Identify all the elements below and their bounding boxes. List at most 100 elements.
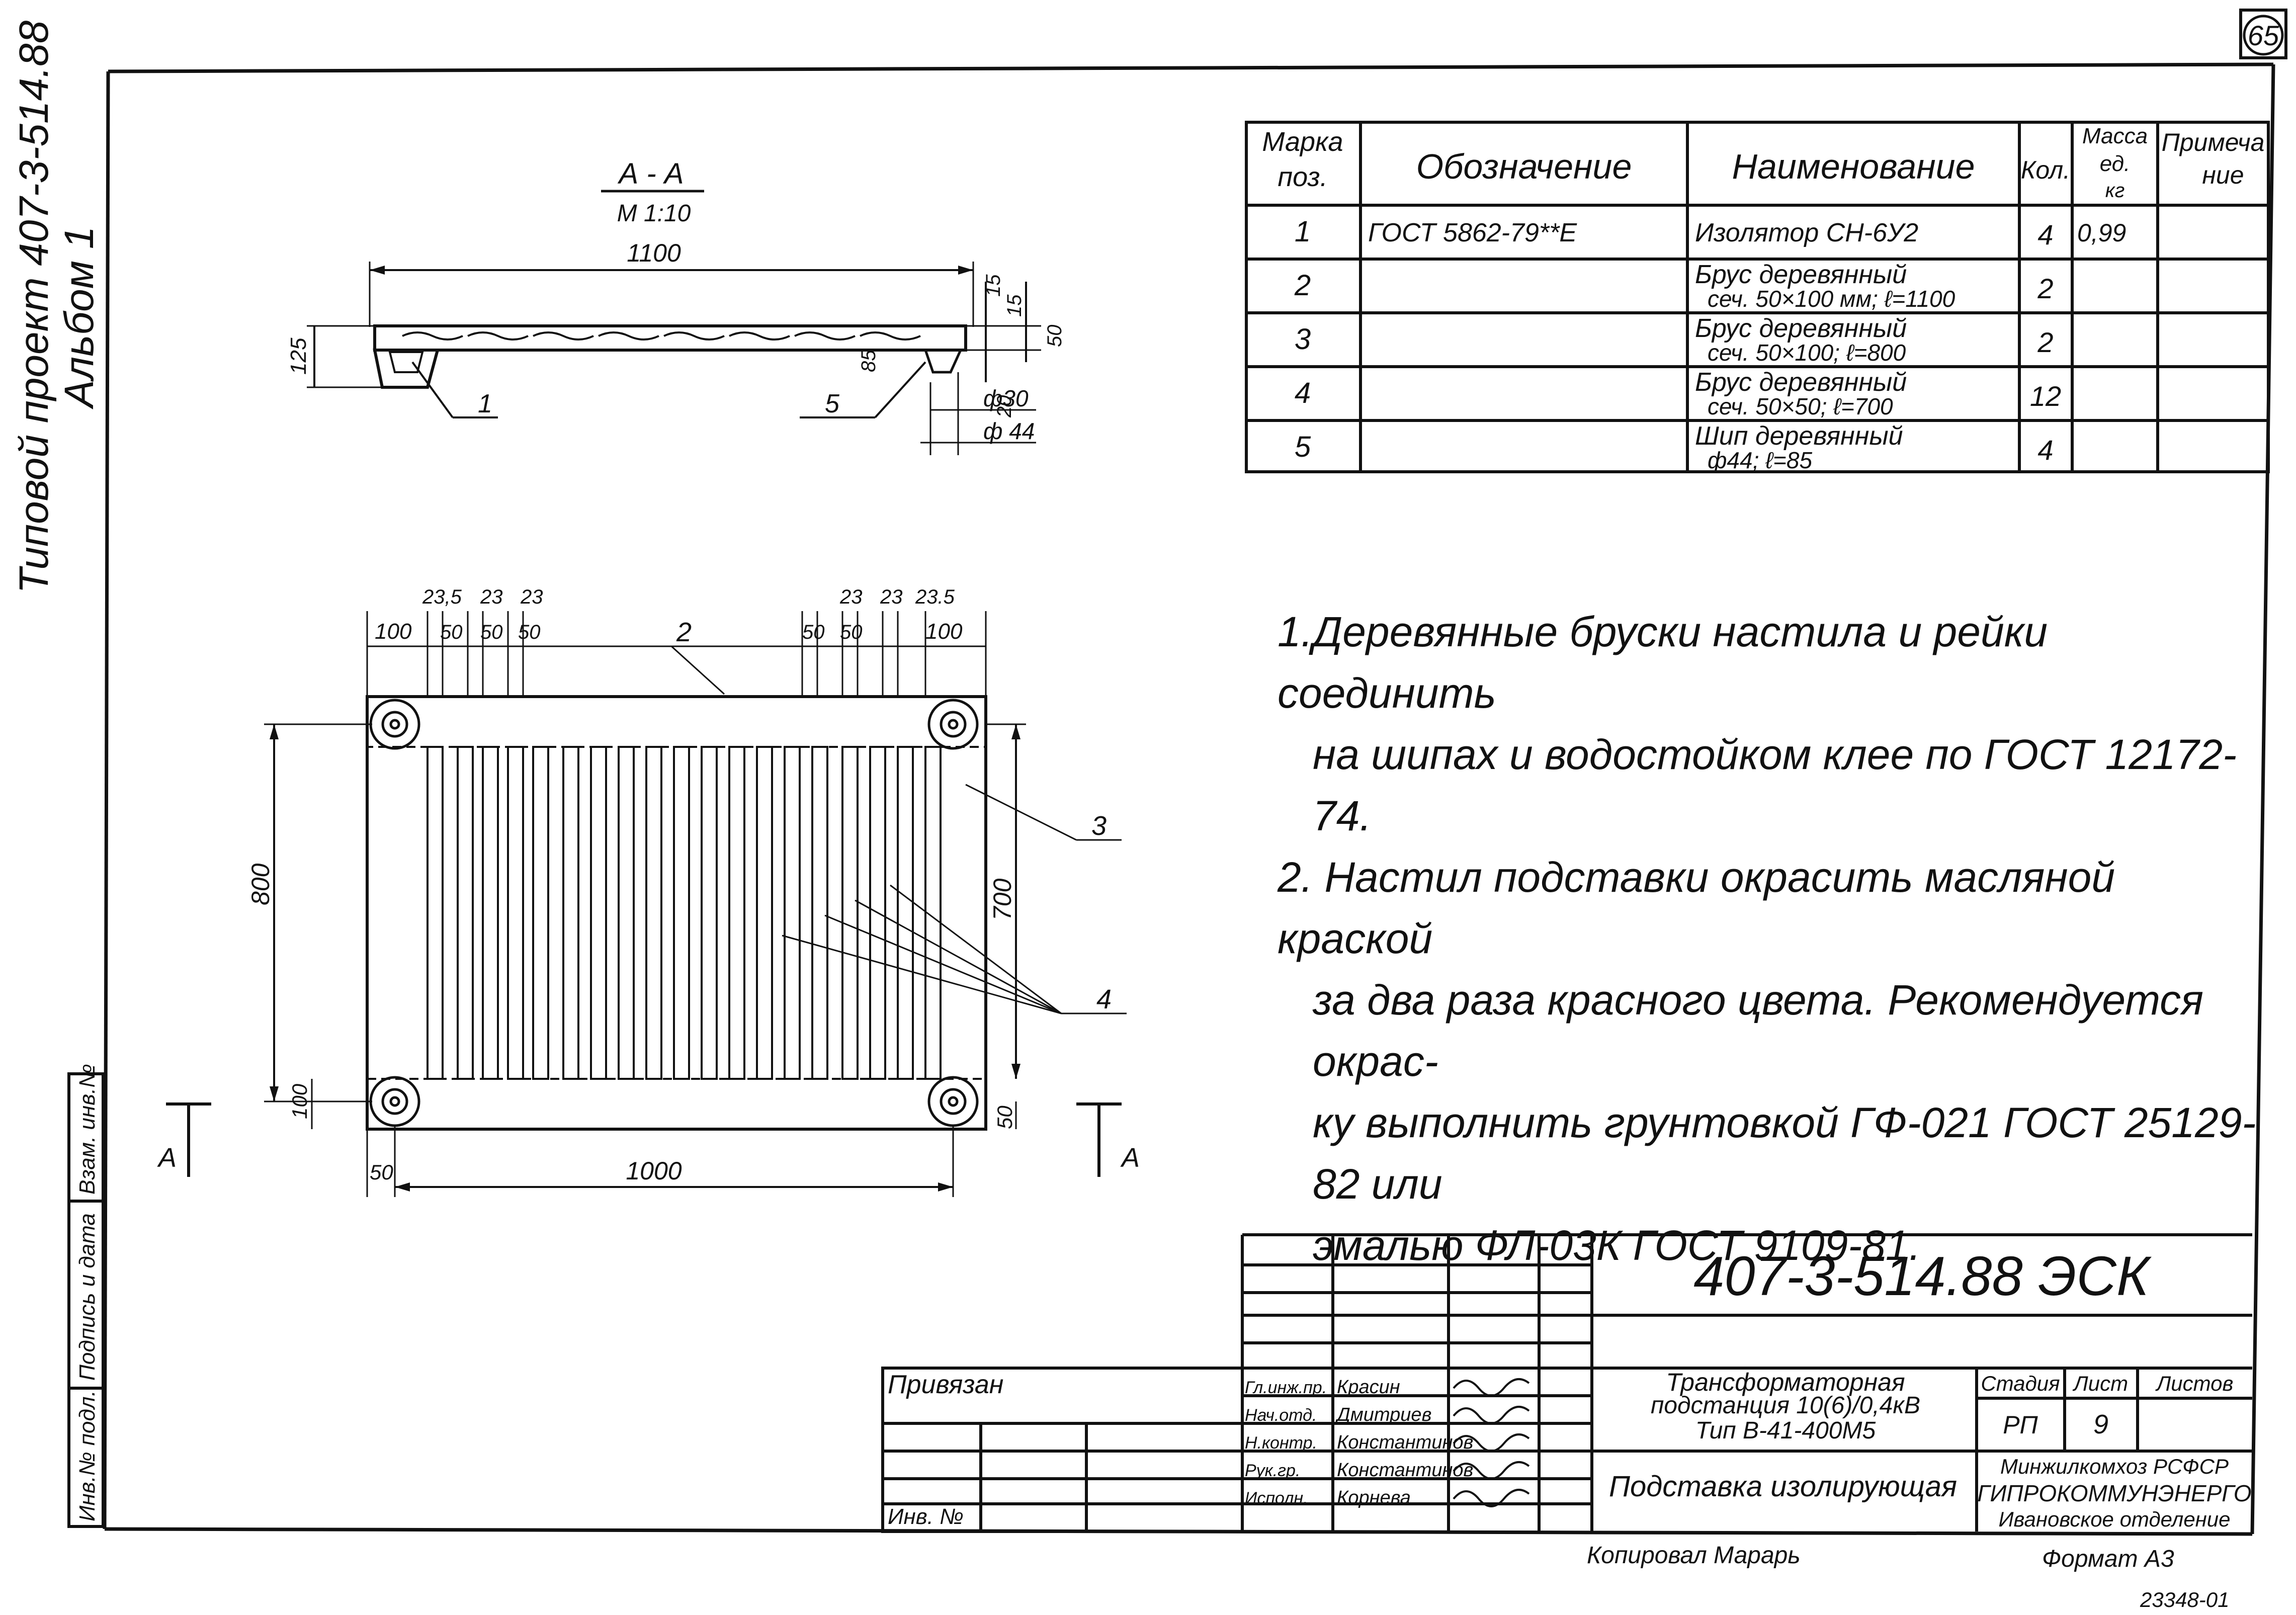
dim-1000: 1000: [626, 1157, 682, 1185]
plan-slat: [701, 746, 718, 1080]
dim-15b: 15: [1003, 294, 1026, 317]
org-line3: Ивановское отделение: [1998, 1507, 2230, 1531]
drawing-name: Подставка изолирующая: [1609, 1470, 1957, 1503]
spec-row-pos: 5: [1295, 431, 1311, 463]
plan-slat: [590, 746, 607, 1080]
page-number-badge: 65: [2239, 9, 2287, 59]
dim-15a: 15: [982, 274, 1004, 297]
dim-small-4: 23: [839, 586, 863, 608]
project-line3: Тип В-41-400М5: [1695, 1417, 1876, 1444]
plan-slat: [618, 746, 635, 1080]
role-rows: Гл.инж.пр.КрасинНач.отд.ДмитриевН.контр.…: [1245, 1377, 1530, 1508]
dim-1100: 1100: [627, 239, 681, 267]
th-name: Наименование: [1732, 147, 1975, 186]
plan-slat: [562, 746, 579, 1080]
spec-row-qty: 4: [2037, 434, 2053, 466]
plan-slat: [924, 746, 942, 1080]
note-1b: на шипах и водостойком клее по ГОСТ 1217…: [1313, 731, 2237, 839]
stamp-signature-date: Подпись и дата: [75, 1213, 100, 1381]
dim-small-3: 23: [520, 586, 543, 608]
th-mass-2: ед.: [2100, 151, 2131, 176]
plan-slat: [841, 746, 859, 1080]
footer: Копировал Марарь Формат А3 23348-01: [1587, 1542, 2230, 1611]
th-pos-2: поз.: [1278, 162, 1327, 192]
spec-row-name-detail: сеч. 50×100 мм; ℓ=1100: [1708, 286, 1955, 312]
plan-slat: [673, 746, 690, 1080]
spec-row-qty: 2: [2037, 326, 2053, 358]
dim-small-5: 23: [880, 586, 903, 608]
spec-row-name: Брус деревянный: [1695, 368, 1907, 397]
spec-table-grid: [1245, 121, 2270, 473]
callout-3: 3: [1091, 811, 1107, 841]
note-1a: 1.Деревянные бруски настила и рейки соед…: [1278, 608, 2048, 717]
th-note-1: Примеча: [2162, 128, 2265, 156]
plan-slat: [507, 746, 524, 1080]
plan-slat: [457, 746, 474, 1080]
callout-2: 2: [676, 617, 692, 647]
spec-row-name-detail: сеч. 50×50; ℓ=700: [1708, 393, 1893, 419]
inv-no-label: Инв. №: [888, 1504, 964, 1529]
side-title: Типовой проект 407-3-514.88 Альбом 1: [11, 20, 102, 593]
plan-slat: [532, 746, 549, 1080]
dim-small-6: 23.5: [915, 586, 955, 608]
th-note-2: ние: [2202, 161, 2244, 189]
title-block-grid: [881, 1233, 2252, 1533]
dim-50-bottom: 50: [370, 1160, 393, 1184]
dim-85: 85: [858, 350, 880, 372]
callout-1: 1: [478, 389, 492, 418]
role-title: Нач.отд.: [1245, 1406, 1317, 1425]
plan-slat: [756, 746, 773, 1080]
stage-label: Стадия: [1981, 1372, 2060, 1395]
dim-800: 800: [246, 863, 275, 905]
plan-slat: [869, 746, 886, 1080]
plan-slat: [811, 746, 828, 1080]
spec-row-qty: 4: [2037, 219, 2053, 250]
note-2d: эмалью ФЛ-03К ГОСТ 9109-81.: [1313, 1222, 1921, 1269]
signature-mark: [1453, 1461, 1530, 1480]
spec-row-name-detail: сеч. 50×100; ℓ=800: [1708, 339, 1906, 366]
role-name: Корнева: [1337, 1487, 1411, 1508]
callout-4: 4: [1096, 984, 1112, 1014]
org-line2: ГИПРОКОММУНЭНЕРГО: [1977, 1480, 2251, 1506]
dim-top-100-left: 100: [375, 619, 412, 644]
role-title: Н.контр.: [1245, 1433, 1317, 1453]
format-label: Формат А3: [2042, 1546, 2174, 1572]
spec-row-pos: 3: [1295, 323, 1311, 356]
callout-5: 5: [825, 389, 840, 418]
dim-20: 20: [993, 395, 1015, 418]
stamp-inv-podl: Инв.№ подл.: [75, 1390, 100, 1521]
signature-mark: [1453, 1378, 1530, 1397]
privyazan-label: Привязан: [888, 1370, 1003, 1399]
note-2b: за два раза красного цвета. Рекомендуетс…: [1313, 976, 2204, 1085]
dim-125: 125: [286, 337, 311, 375]
side-title-line1: Типовой проект 407-3-514.88: [11, 20, 57, 593]
role-title: Рук.гр.: [1245, 1461, 1300, 1480]
dim-phi44: ф 44: [983, 418, 1035, 444]
sheet-label: Лист: [2072, 1372, 2128, 1395]
plan-slat: [784, 746, 801, 1080]
org-line1: Минжилкомхоз РСФСР: [2000, 1455, 2229, 1478]
dim-100-left: 100: [288, 1083, 311, 1119]
plan-slats: [427, 746, 942, 1080]
dim-small-1: 23,5: [422, 586, 462, 608]
section-scale: М 1:10: [617, 200, 691, 227]
sheets-label: Листов: [2155, 1372, 2234, 1395]
dim-top-50-3: 50: [518, 621, 541, 643]
signature-mark: [1453, 1433, 1530, 1452]
role-name: Дмитриев: [1335, 1404, 1431, 1425]
signature-mark: [1453, 1489, 1530, 1507]
role-name: Константинов: [1337, 1460, 1473, 1481]
role-name: Красин: [1337, 1377, 1400, 1398]
plan-view: 100 50 50 50 50 50 100 23,5 23 23 23 23 …: [157, 586, 1140, 1197]
copied-by: Копировал Марарь: [1587, 1542, 1801, 1569]
title-block: 407-3-514.88 ЭСК Привязан Инв. № Гл.инж.…: [888, 1245, 2252, 1531]
spec-row-name: Шип деревянный: [1695, 421, 1903, 451]
drawing-code: 407-3-514.88 ЭСК: [1693, 1245, 2152, 1307]
th-pos-1: Марка: [1262, 127, 1343, 157]
note-2c: ку выполнить грунтовкой ГФ-021 ГОСТ 2512…: [1313, 1099, 2256, 1208]
project-line1: Трансформаторная: [1666, 1368, 1905, 1396]
dim-phi30: ф30: [983, 385, 1029, 411]
dim-50-right: 50: [993, 1106, 1016, 1129]
